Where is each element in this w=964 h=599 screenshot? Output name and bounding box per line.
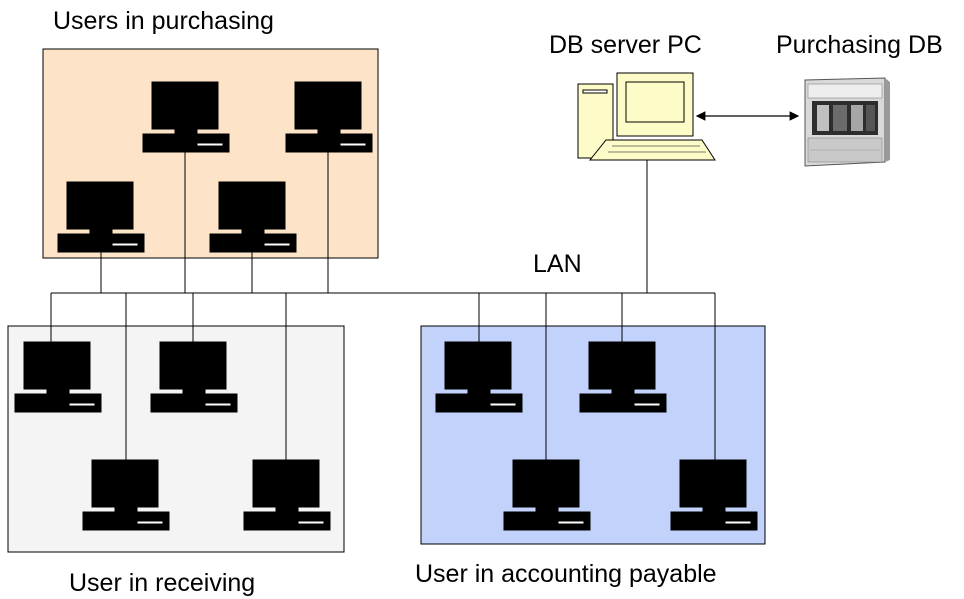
computer-icon bbox=[435, 341, 523, 413]
computer-icon bbox=[57, 181, 145, 253]
accounting-group-label: User in accounting payable bbox=[415, 560, 717, 588]
computer-icon bbox=[670, 459, 758, 531]
computer-icon bbox=[209, 181, 297, 253]
computer-icon bbox=[14, 341, 102, 413]
lan-wiring bbox=[50, 150, 716, 460]
computer-icon bbox=[579, 341, 667, 413]
computer-icon bbox=[285, 81, 373, 153]
computer-icon bbox=[142, 81, 230, 153]
computer-icon bbox=[82, 459, 170, 531]
database-label: Purchasing DB bbox=[776, 31, 943, 59]
computer-icon bbox=[243, 459, 331, 531]
receiving-group-label: User in receiving bbox=[69, 569, 255, 597]
computer-icon bbox=[150, 341, 238, 413]
server-label: DB server PC bbox=[549, 31, 702, 59]
desktop-tower-icon bbox=[577, 72, 716, 161]
computer-icon bbox=[503, 459, 591, 531]
purchasing-group-label: Users in purchasing bbox=[53, 7, 274, 35]
mainframe-storage-icon bbox=[804, 77, 890, 167]
lan-label: LAN bbox=[533, 250, 582, 278]
